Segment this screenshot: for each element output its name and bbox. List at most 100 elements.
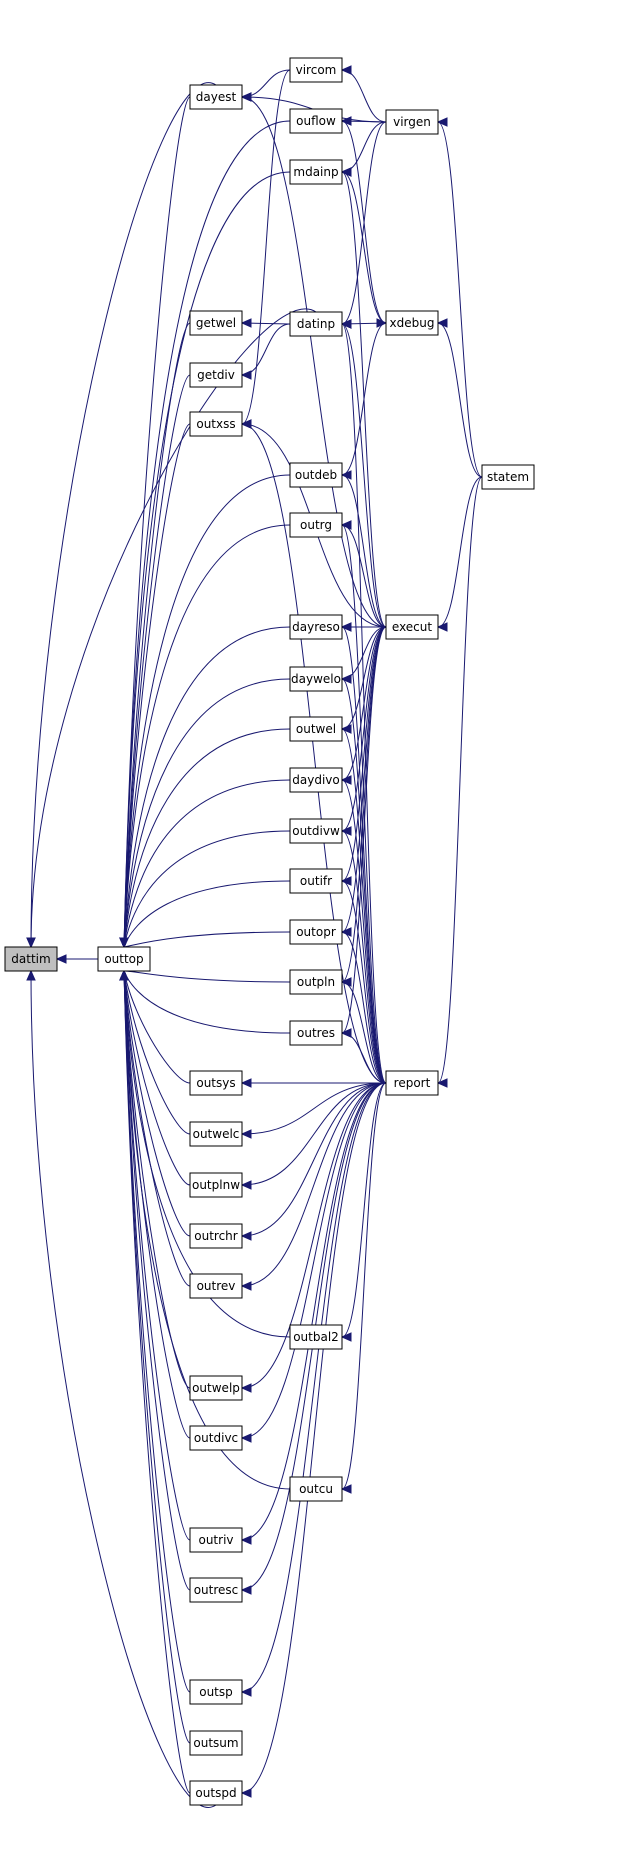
node-vircom[interactable]: vircom bbox=[289, 57, 343, 83]
node-outrchr[interactable]: outrchr bbox=[189, 1223, 243, 1249]
edge-line bbox=[123, 728, 291, 948]
edge-arrowhead bbox=[119, 969, 129, 981]
edge-report-to-outrchr bbox=[240, 1082, 387, 1241]
node-box[interactable] bbox=[289, 512, 343, 538]
node-label: mdainp bbox=[293, 165, 338, 179]
node-statem[interactable]: statem bbox=[481, 464, 535, 490]
node-outdeb[interactable]: outdeb bbox=[289, 462, 343, 488]
node-mdainp[interactable]: mdainp bbox=[289, 159, 343, 185]
node-box[interactable] bbox=[289, 159, 343, 185]
node-getwel[interactable]: getwel bbox=[189, 310, 243, 336]
node-dayest[interactable]: dayest bbox=[189, 84, 243, 110]
node-box[interactable] bbox=[189, 362, 243, 388]
node-box[interactable] bbox=[189, 310, 243, 336]
node-report[interactable]: report bbox=[385, 1070, 439, 1096]
node-outxss[interactable]: outxss bbox=[189, 411, 243, 437]
node-box[interactable] bbox=[289, 614, 343, 640]
edge-arrowhead bbox=[240, 318, 252, 328]
node-box[interactable] bbox=[189, 1425, 243, 1451]
node-outwelp[interactable]: outwelp bbox=[189, 1375, 243, 1401]
edge-report-to-outriv bbox=[240, 1082, 387, 1545]
node-outdivw[interactable]: outdivw bbox=[289, 818, 343, 844]
node-outsum[interactable]: outsum bbox=[189, 1730, 243, 1756]
node-getdiv[interactable]: getdiv bbox=[189, 362, 243, 388]
node-virgen[interactable]: virgen bbox=[385, 109, 439, 135]
node-box[interactable] bbox=[189, 1375, 243, 1401]
edge-line bbox=[241, 1082, 387, 1439]
edge-line bbox=[341, 171, 387, 324]
node-outbal2[interactable]: outbal2 bbox=[289, 1324, 343, 1350]
node-box[interactable] bbox=[289, 1020, 343, 1046]
edge-datinp-to-getdiv bbox=[240, 323, 291, 380]
node-box[interactable] bbox=[385, 310, 439, 336]
edge-arrowhead bbox=[240, 419, 252, 429]
node-box[interactable] bbox=[289, 767, 343, 793]
node-outresc[interactable]: outresc bbox=[189, 1577, 243, 1603]
node-box[interactable] bbox=[189, 1070, 243, 1096]
node-dattim[interactable]: dattim bbox=[4, 946, 58, 972]
node-box[interactable] bbox=[289, 1476, 343, 1502]
edge-arrowhead bbox=[240, 92, 252, 102]
node-ouflow[interactable]: ouflow bbox=[289, 108, 343, 134]
node-box[interactable] bbox=[385, 1070, 439, 1096]
node-box[interactable] bbox=[289, 1324, 343, 1350]
node-execut[interactable]: execut bbox=[385, 614, 439, 640]
edge-datinp-to-dattim bbox=[26, 308, 317, 949]
node-outsp[interactable]: outsp bbox=[189, 1679, 243, 1705]
node-outifr[interactable]: outifr bbox=[289, 868, 343, 894]
node-outplnw[interactable]: outplnw bbox=[189, 1172, 243, 1198]
edge-report-to-daydivo bbox=[340, 775, 387, 1084]
node-xdebug[interactable]: xdebug bbox=[385, 310, 439, 336]
node-box[interactable] bbox=[189, 1577, 243, 1603]
node-dayreso[interactable]: dayreso bbox=[289, 614, 343, 640]
edge-arrowhead bbox=[240, 1231, 252, 1241]
node-outopr[interactable]: outopr bbox=[289, 919, 343, 945]
edge-outdivw-to-outtop bbox=[119, 830, 291, 949]
node-box[interactable] bbox=[189, 1679, 243, 1705]
node-outpln[interactable]: outpln bbox=[289, 969, 343, 995]
node-box[interactable] bbox=[189, 1780, 243, 1806]
node-box[interactable] bbox=[289, 919, 343, 945]
node-box[interactable] bbox=[189, 1730, 243, 1756]
edge-line bbox=[123, 171, 291, 948]
node-daywelo[interactable]: daywelo bbox=[289, 666, 343, 692]
node-box[interactable] bbox=[289, 969, 343, 995]
node-outsys[interactable]: outsys bbox=[189, 1070, 243, 1096]
node-outtop[interactable]: outtop bbox=[97, 946, 151, 972]
node-box[interactable] bbox=[481, 464, 535, 490]
node-box[interactable] bbox=[289, 462, 343, 488]
node-daydivo[interactable]: daydivo bbox=[289, 767, 343, 793]
node-box[interactable] bbox=[189, 411, 243, 437]
node-outrev[interactable]: outrev bbox=[189, 1273, 243, 1299]
node-box[interactable] bbox=[97, 946, 151, 972]
node-box[interactable] bbox=[289, 716, 343, 742]
node-box[interactable] bbox=[4, 946, 58, 972]
node-box[interactable] bbox=[189, 1527, 243, 1553]
node-datinp[interactable]: datinp bbox=[289, 311, 343, 337]
node-label: outriv bbox=[198, 1533, 233, 1547]
node-box[interactable] bbox=[289, 108, 343, 134]
node-box[interactable] bbox=[289, 666, 343, 692]
node-box[interactable] bbox=[289, 818, 343, 844]
node-outwel[interactable]: outwel bbox=[289, 716, 343, 742]
node-box[interactable] bbox=[385, 614, 439, 640]
node-box[interactable] bbox=[189, 1273, 243, 1299]
node-outriv[interactable]: outriv bbox=[189, 1527, 243, 1553]
node-outcu[interactable]: outcu bbox=[289, 1476, 343, 1502]
node-box[interactable] bbox=[189, 84, 243, 110]
edge-line bbox=[241, 1082, 387, 1135]
node-box[interactable] bbox=[289, 57, 343, 83]
node-outrg[interactable]: outrg bbox=[289, 512, 343, 538]
node-outspd[interactable]: outspd bbox=[189, 1780, 243, 1806]
node-box[interactable] bbox=[289, 311, 343, 337]
node-outwelc[interactable]: outwelc bbox=[189, 1121, 243, 1147]
node-outres[interactable]: outres bbox=[289, 1020, 343, 1046]
node-box[interactable] bbox=[189, 1121, 243, 1147]
edge-report-to-outplnw bbox=[240, 1082, 387, 1190]
node-box[interactable] bbox=[289, 868, 343, 894]
node-box[interactable] bbox=[385, 109, 439, 135]
node-box[interactable] bbox=[189, 1223, 243, 1249]
node-outdivc[interactable]: outdivc bbox=[189, 1425, 243, 1451]
node-box[interactable] bbox=[189, 1172, 243, 1198]
node-label: outrev bbox=[197, 1279, 236, 1293]
